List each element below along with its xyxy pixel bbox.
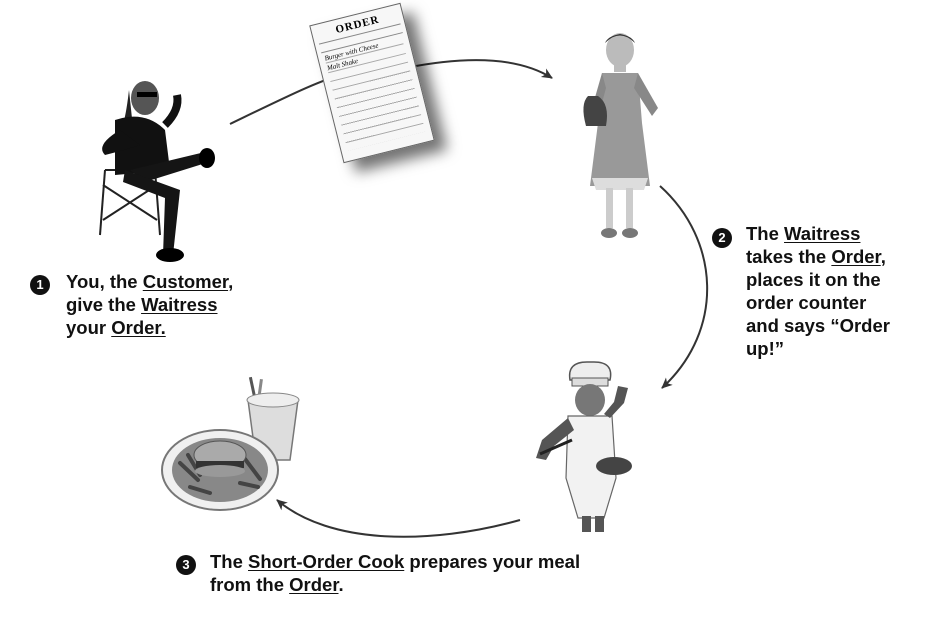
term-order: Order. [111, 317, 166, 338]
meal-figure [161, 376, 300, 511]
step-1-badge: 1 [30, 275, 50, 295]
arrow-waitress-to-cook [659, 185, 709, 389]
customer-figure [99, 81, 215, 262]
term-waitress: Waitress [784, 223, 861, 244]
term-order: Order [831, 246, 881, 267]
waitress-figure [583, 33, 658, 238]
arrow-slip-to-waitress [404, 59, 553, 79]
cook-figure [536, 361, 632, 532]
term-short-order-cook: Short-Order Cook [248, 551, 405, 572]
arrow-cook-to-meal [276, 499, 521, 538]
step-2-badge: 2 [712, 228, 732, 248]
step-1-text: You, the Customer, give the Waitress you… [66, 271, 234, 338]
term-waitress: Waitress [141, 294, 218, 315]
step-3-text: The Short-Order Cook prepares your meal … [210, 551, 581, 595]
step-3-badge: 3 [176, 555, 196, 575]
term-customer: Customer [142, 271, 229, 292]
step-2-text: The Waitress takes the Order, places it … [746, 223, 890, 359]
term-order: Order [289, 574, 339, 595]
